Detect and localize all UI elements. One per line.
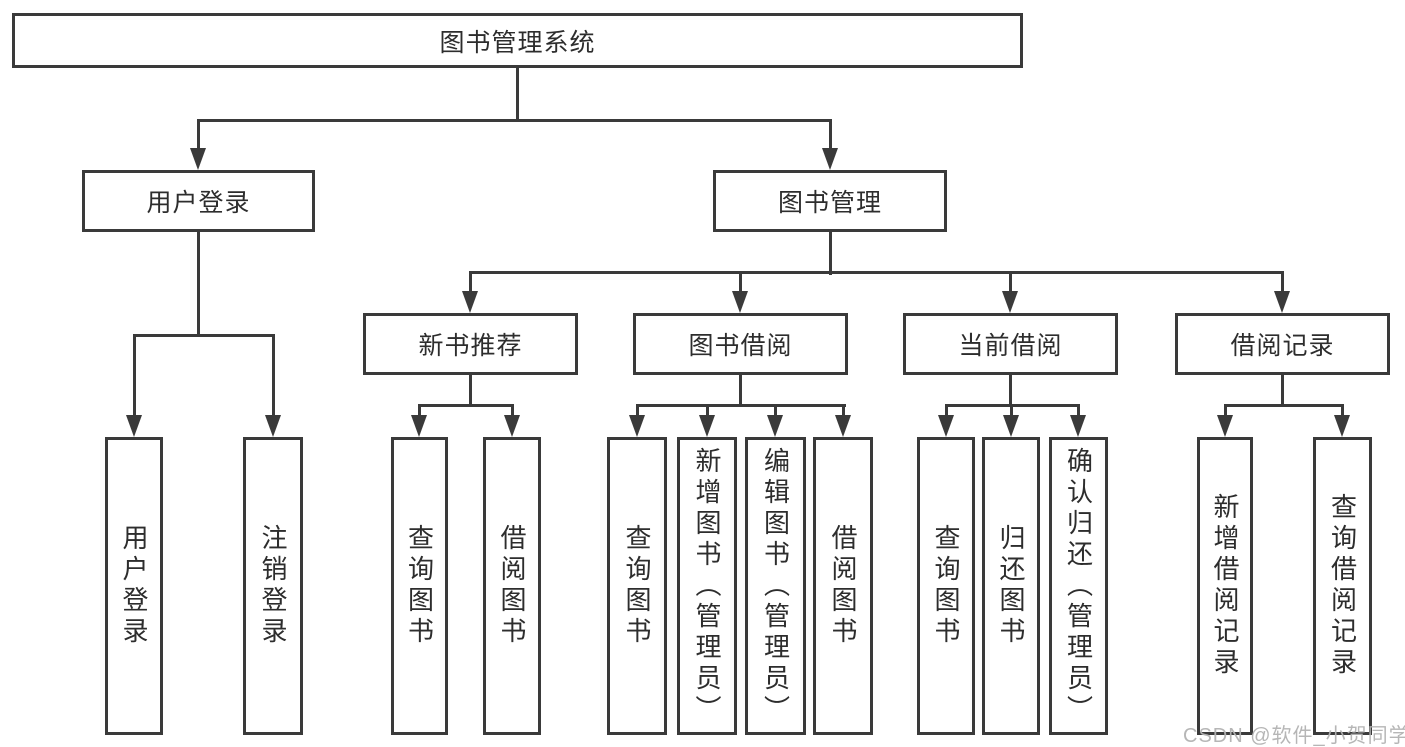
connector-line [829, 232, 832, 275]
node-root: 图书管理系统 [12, 13, 1023, 68]
leaf-query-books-3: 查询图书 [917, 437, 975, 735]
connector-line [1009, 375, 1012, 407]
leaf-return-book: 归还图书 [982, 437, 1040, 735]
arrow-down-icon [822, 148, 838, 170]
connector-line [133, 334, 136, 418]
connector-line [1010, 404, 1013, 419]
connector-line [1077, 404, 1080, 419]
arrow-down-icon [1274, 291, 1290, 313]
leaf-edit-book-admin: 编辑图书（管理员） [745, 437, 806, 735]
arrow-down-icon [462, 291, 478, 313]
connector-line [197, 232, 200, 337]
connector-line [1281, 375, 1284, 407]
arrow-down-icon [732, 291, 748, 313]
connector-line [1224, 404, 1227, 419]
node-new-book-recommend: 新书推荐 [363, 313, 578, 375]
leaf-user-login: 用户登录 [105, 437, 163, 735]
arrow-down-icon [629, 415, 645, 437]
node-book-borrow: 图书借阅 [633, 313, 848, 375]
connector-line [829, 119, 832, 152]
arrow-down-icon [1334, 415, 1350, 437]
connector-line [1009, 271, 1012, 295]
connector-line [1224, 404, 1344, 407]
connector-line [469, 271, 1284, 274]
arrow-down-icon [265, 415, 281, 437]
arrow-down-icon [767, 415, 783, 437]
arrow-down-icon [1002, 291, 1018, 313]
arrow-down-icon [411, 415, 427, 437]
arrow-down-icon [504, 415, 520, 437]
connector-line [133, 334, 275, 337]
connector-line [706, 404, 709, 419]
connector-line [418, 404, 421, 419]
connector-line [469, 271, 472, 295]
connector-line [197, 119, 832, 122]
arrow-down-icon [126, 415, 142, 437]
connector-line [774, 404, 777, 419]
connector-line [1341, 404, 1344, 419]
leaf-borrow-books-1: 借阅图书 [483, 437, 541, 735]
connector-line [1281, 271, 1284, 295]
connector-line [511, 404, 514, 419]
connector-line [469, 375, 472, 407]
connector-line [636, 404, 639, 419]
leaf-logout: 注销登录 [243, 437, 303, 735]
leaf-add-book-admin: 新增图书（管理员） [677, 437, 737, 735]
connector-line [516, 68, 519, 121]
node-user-login: 用户登录 [82, 170, 315, 232]
arrow-down-icon [1217, 415, 1233, 437]
connector-line [272, 334, 275, 418]
connector-line [418, 404, 514, 407]
leaf-confirm-return-admin: 确认归还（管理员） [1049, 437, 1108, 735]
arrow-down-icon [835, 415, 851, 437]
leaf-query-borrow-record: 查询借阅记录 [1313, 437, 1372, 735]
connector-line [739, 271, 742, 295]
node-book-management: 图书管理 [713, 170, 947, 232]
node-borrow-records: 借阅记录 [1175, 313, 1390, 375]
connector-line [945, 404, 948, 419]
arrow-down-icon [190, 148, 206, 170]
connector-line [197, 119, 200, 152]
connector-line [636, 404, 846, 407]
arrow-down-icon [1003, 415, 1019, 437]
leaf-query-books-1: 查询图书 [391, 437, 448, 735]
arrow-down-icon [699, 415, 715, 437]
arrow-down-icon [938, 415, 954, 437]
csdn-watermark: CSDN @软件_小贺同学 [1183, 725, 1405, 747]
connector-line [842, 404, 845, 419]
leaf-query-books-2: 查询图书 [607, 437, 667, 735]
leaf-borrow-books-2: 借阅图书 [813, 437, 873, 735]
connector-line [739, 375, 742, 407]
node-current-borrow: 当前借阅 [903, 313, 1118, 375]
leaf-add-borrow-record: 新增借阅记录 [1197, 437, 1253, 735]
arrow-down-icon [1070, 415, 1086, 437]
